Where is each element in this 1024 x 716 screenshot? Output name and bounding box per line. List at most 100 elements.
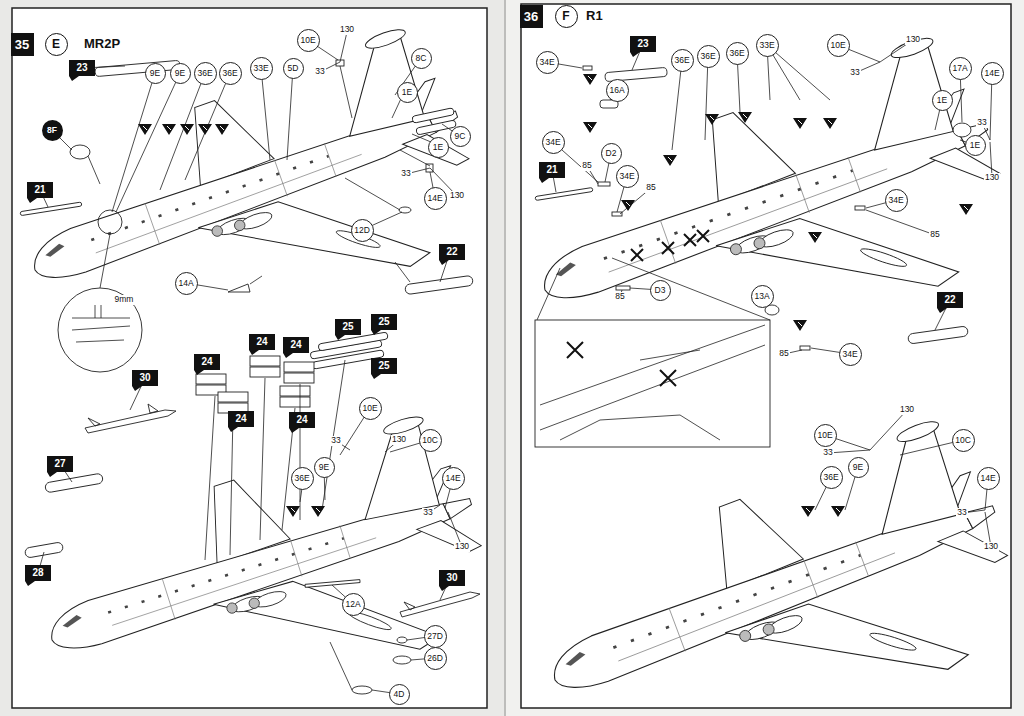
callout-text: 1E (937, 96, 947, 105)
callout-text: 24 (290, 340, 301, 350)
dimension-number: 130 (984, 173, 1000, 182)
flag-shape (27, 182, 53, 203)
part-callout: 34E (616, 165, 639, 188)
part-callout: 10E (297, 29, 320, 52)
part-callout: 33E (250, 57, 273, 80)
part-flag: 22 (439, 244, 465, 260)
callout-text: 36E (674, 56, 689, 65)
dimension-number: 130 (454, 542, 470, 551)
callout-text: 36 (524, 10, 538, 23)
flag-shape (937, 292, 963, 313)
version-name: R1 (584, 9, 605, 23)
callout-text: 24 (235, 414, 246, 424)
callout-text: D3 (655, 286, 666, 295)
dimension-number: 85 (929, 230, 940, 239)
part-callout: 10C (419, 429, 442, 452)
dimension-number: 85 (645, 183, 656, 192)
part-callout: 9E (170, 63, 191, 84)
flag-shape (371, 358, 397, 379)
version-circle: E (45, 33, 68, 56)
dimension-number: 130 (391, 435, 407, 444)
part-flag: 24 (289, 412, 315, 428)
part-callout: 1E (932, 90, 953, 111)
callout-text: 28 (32, 568, 43, 578)
callout-text: 25 (378, 317, 389, 327)
part-callout: 34E (885, 189, 908, 212)
part-callout: 33E (756, 34, 779, 57)
part-flag: 27 (47, 456, 73, 472)
part-flag: 25 (371, 314, 397, 330)
flag-shape (630, 36, 656, 57)
callout-text: 9E (853, 463, 863, 472)
callout-text: 22 (944, 295, 955, 305)
part-callout: 1E (397, 82, 418, 103)
part-callout: 34E (542, 131, 565, 154)
callout-text: 36E (700, 52, 715, 61)
part-callout: 17A (949, 57, 972, 80)
callout-text: 10C (955, 436, 971, 445)
callout-text: 10E (300, 36, 315, 45)
dimension-number: 33 (330, 436, 341, 445)
part-callout: 4D (389, 684, 410, 705)
dimension-number: 85 (581, 161, 592, 170)
callout-text: 14A (178, 279, 193, 288)
part-callout: 16A (606, 79, 629, 102)
dimension-number: 130 (983, 542, 999, 551)
callout-text: 1E (970, 141, 980, 150)
version-circle: F (555, 5, 578, 28)
dimension-number: 33 (849, 68, 860, 77)
part-callout: 9C (450, 126, 471, 147)
part-flag: 25 (335, 319, 361, 335)
callout-text: 9C (455, 132, 466, 141)
dimension-number: 130 (905, 35, 921, 44)
part-callout: 36E (726, 42, 749, 65)
callout-text: 14E (445, 474, 460, 483)
version-name: MR2P (82, 37, 122, 51)
part-callout: 13A (751, 285, 774, 308)
part-callout: 10E (359, 397, 382, 420)
part-callout: 36E (671, 49, 694, 72)
callout-text: 34E (545, 138, 560, 147)
callout-text: 23 (76, 63, 87, 73)
flag-shape (69, 60, 95, 81)
part-callout: 5D (283, 58, 304, 79)
flag-shape (132, 370, 158, 391)
flag-shape (249, 334, 275, 355)
part-callout: D2 (601, 143, 622, 164)
part-callout: D3 (650, 280, 671, 301)
callout-text: F (562, 10, 569, 22)
callout-text: D2 (606, 149, 617, 158)
dimension-number: 33 (314, 67, 325, 76)
part-callout: 14E (981, 62, 1004, 85)
part-flag: 23 (630, 36, 656, 52)
part-flag: 21 (27, 182, 53, 198)
part-flag: 24 (194, 354, 220, 370)
part-callout: 34E (839, 343, 862, 366)
callout-text: 1E (402, 88, 412, 97)
dimension-number: 130 (899, 405, 915, 414)
callout-text: 12A (345, 600, 360, 609)
part-flag: 23 (69, 60, 95, 76)
part-callout: 36E (820, 466, 843, 489)
callout-text: 14E (980, 474, 995, 483)
part-callout: 1E (428, 137, 449, 158)
callout-text: 34E (842, 350, 857, 359)
part-callout: 9E (145, 63, 166, 84)
dimension-number: 33 (822, 448, 833, 457)
part-callout: 8C (411, 48, 432, 69)
flag-shape (228, 411, 254, 432)
callout-text: 27D (427, 632, 443, 641)
part-flag: 22 (937, 292, 963, 308)
callout-text: 25 (378, 361, 389, 371)
part-callout: 9E (314, 457, 335, 478)
callout-text: 33E (253, 64, 268, 73)
part-callout: 27D (424, 625, 447, 648)
callout-text: 36E (729, 49, 744, 58)
part-flag: 24 (283, 337, 309, 353)
callout-text: 13A (754, 292, 769, 301)
part-callout: 36E (697, 45, 720, 68)
flag-shape (25, 565, 51, 586)
flag-shape (283, 337, 309, 358)
flag-shape (335, 319, 361, 340)
callout-text: 30 (139, 373, 150, 383)
